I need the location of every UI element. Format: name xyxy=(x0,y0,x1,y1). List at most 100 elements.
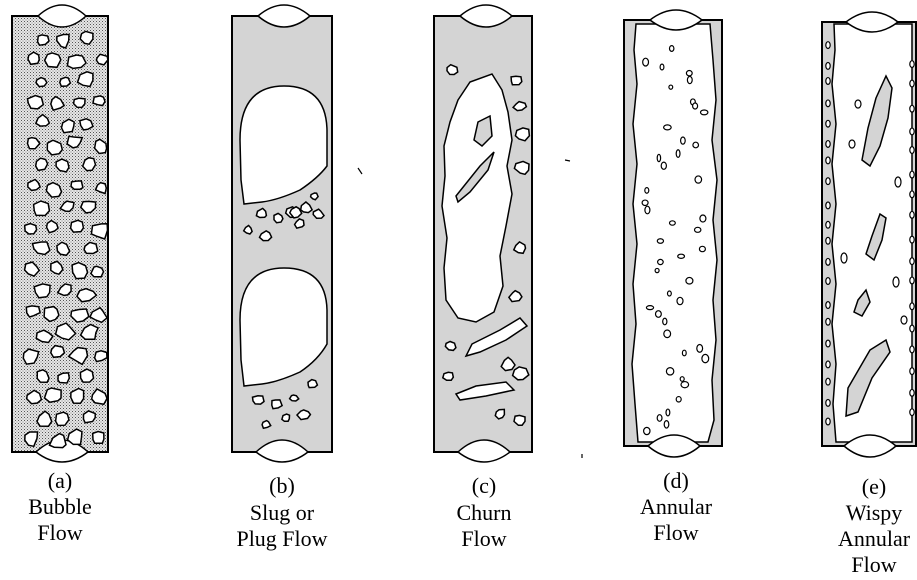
gas-bubble xyxy=(910,325,914,332)
gas-bubble xyxy=(910,128,914,135)
gas-bubble xyxy=(910,277,914,284)
gas-bubble xyxy=(71,220,84,232)
gas-bubble xyxy=(826,278,830,285)
liquid-droplet xyxy=(695,227,701,232)
liquid-droplet xyxy=(664,125,672,130)
liquid-droplet xyxy=(693,142,699,148)
gas-bubble xyxy=(826,141,830,148)
panel-letter-a: (a) xyxy=(48,468,72,493)
caption-c-line-1: Churn xyxy=(457,500,512,525)
caption-a-line-1: Bubble xyxy=(28,494,92,519)
gas-bubble xyxy=(308,380,317,388)
caption-d-line-2: Flow xyxy=(653,520,698,545)
gas-bubble xyxy=(826,202,830,209)
liquid-droplet xyxy=(644,427,650,434)
gas-bubble xyxy=(60,77,71,86)
stray-mark xyxy=(358,168,362,174)
gas-bubble xyxy=(910,409,914,416)
gas-bubble xyxy=(447,65,458,75)
liquid-droplet xyxy=(668,291,672,296)
annular-gas-core xyxy=(632,24,717,442)
liquid-droplet xyxy=(663,318,667,325)
liquid-droplet xyxy=(657,239,663,244)
gas-bubble xyxy=(826,302,830,309)
gas-bubble xyxy=(445,342,456,351)
liquid-droplet xyxy=(678,254,685,258)
liquid-droplet xyxy=(656,311,662,318)
liquid-droplet xyxy=(677,297,683,304)
gas-bubble xyxy=(826,157,830,164)
liquid-droplet xyxy=(682,350,686,356)
gas-bubble xyxy=(910,258,914,265)
gas-bubble xyxy=(34,201,50,216)
gas-bubble xyxy=(910,303,914,310)
gas-bubble xyxy=(80,369,93,382)
liquid-droplet xyxy=(681,137,686,144)
liquid-droplet xyxy=(855,100,861,108)
liquid-droplet xyxy=(893,277,899,287)
liquid-droplet xyxy=(686,277,693,284)
liquid-droplet xyxy=(901,316,907,324)
liquid-droplet xyxy=(660,64,664,70)
gas-bubble xyxy=(253,396,265,404)
gas-bubble xyxy=(910,105,914,112)
gas-bubble xyxy=(84,411,96,423)
liquid-droplet xyxy=(670,46,674,52)
gas-bubble xyxy=(83,158,96,171)
pipe-slug xyxy=(232,16,332,452)
gas-bubble xyxy=(443,372,454,380)
liquid-droplet xyxy=(681,382,689,388)
caption-b-line-1: Slug or xyxy=(250,500,315,525)
gas-bubble xyxy=(71,388,84,403)
panel-letter-c: (c) xyxy=(472,473,496,498)
gas-bubble xyxy=(290,395,299,401)
gas-bubble xyxy=(78,72,93,87)
liquid-droplet xyxy=(680,377,684,382)
liquid-droplet xyxy=(699,246,705,251)
gas-bubble xyxy=(311,193,319,200)
gas-bubble xyxy=(495,409,504,419)
gas-bubble xyxy=(36,78,47,87)
gas-bubble xyxy=(826,221,830,228)
gas-bubble xyxy=(910,211,914,218)
gas-bubble xyxy=(910,389,914,396)
gas-bubble xyxy=(826,318,830,325)
gas-bubble xyxy=(910,147,914,154)
gas-bubble xyxy=(67,55,86,68)
gas-bubble xyxy=(826,42,830,49)
gas-bubble xyxy=(910,171,914,178)
gas-bubble xyxy=(826,178,830,185)
caption-c-line-2: Flow xyxy=(461,526,506,551)
gas-bubble xyxy=(80,119,93,130)
gas-bubble xyxy=(282,414,290,421)
stray-mark xyxy=(565,160,570,161)
liquid-droplet xyxy=(676,150,680,158)
gas-bubble xyxy=(28,52,39,64)
liquid-droplet xyxy=(849,140,855,148)
liquid-droplet xyxy=(661,162,666,169)
liquid-droplet xyxy=(664,330,671,338)
gas-bubble xyxy=(51,346,65,358)
gas-bubble xyxy=(826,100,830,107)
liquid-droplet xyxy=(895,177,901,187)
gas-bubble xyxy=(45,53,61,67)
liquid-droplet xyxy=(642,200,648,205)
liquid-droplet xyxy=(701,110,708,115)
liquid-droplet xyxy=(676,397,681,402)
gas-bubble xyxy=(71,181,83,189)
caption-e-line-3: Flow xyxy=(851,552,896,577)
liquid-droplet xyxy=(695,176,702,183)
panel-wispy-annular-flow: (e) Wispy Annular Flow xyxy=(822,12,916,577)
gas-bubble xyxy=(910,80,914,87)
liquid-droplet xyxy=(841,253,847,263)
liquid-droplet xyxy=(670,221,676,225)
gas-bubble xyxy=(826,418,830,425)
caption-b-line-2: Plug Flow xyxy=(236,526,327,551)
panel-letter-e: (e) xyxy=(862,474,886,499)
liquid-droplet xyxy=(666,409,670,416)
liquid-droplet xyxy=(687,76,692,83)
gas-bubble xyxy=(826,120,830,127)
panel-bubble-flow: (a) Bubble Flow xyxy=(12,5,108,545)
gas-bubble xyxy=(58,373,69,383)
